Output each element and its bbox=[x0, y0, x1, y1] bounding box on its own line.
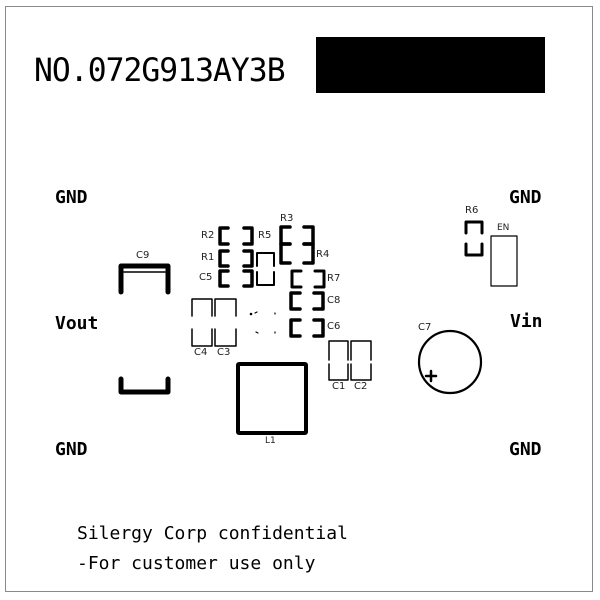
ref-c5: C5 bbox=[199, 272, 213, 283]
net-vin: Vin bbox=[510, 311, 543, 332]
c7-polarity-mark bbox=[424, 369, 438, 383]
ref-en: EN bbox=[497, 223, 510, 233]
ref-c4: C4 bbox=[194, 347, 208, 358]
r2-footprint bbox=[218, 226, 254, 246]
ref-r4: R4 bbox=[316, 249, 330, 260]
ref-c1: C1 bbox=[332, 381, 346, 392]
ref-r6: R6 bbox=[465, 205, 479, 216]
ref-r5: R5 bbox=[258, 230, 272, 241]
r7-footprint bbox=[290, 269, 326, 289]
c2-footprint bbox=[350, 340, 372, 381]
net-vout: Vout bbox=[55, 313, 99, 334]
c3-footprint bbox=[214, 298, 237, 347]
en-footprint bbox=[490, 235, 518, 287]
r3-footprint bbox=[279, 225, 315, 246]
l1-footprint bbox=[236, 362, 308, 435]
r6-footprint bbox=[464, 220, 484, 257]
redacted-block bbox=[316, 37, 545, 93]
confidential-line-1: Silergy Corp confidential bbox=[77, 523, 348, 544]
ref-c9: C9 bbox=[136, 250, 150, 261]
part-number: NO.072G913AY3B bbox=[34, 51, 286, 89]
net-gnd-bottom-left: GND bbox=[55, 439, 88, 460]
c5-footprint bbox=[218, 269, 254, 288]
r5-footprint bbox=[256, 252, 275, 286]
ref-r1: R1 bbox=[201, 252, 215, 263]
ref-r2: R2 bbox=[201, 230, 215, 241]
c9-footprint bbox=[118, 263, 171, 395]
ref-l1: L1 bbox=[265, 436, 276, 446]
ref-c6: C6 bbox=[327, 321, 341, 332]
c7-footprint bbox=[417, 329, 483, 395]
c4-footprint bbox=[191, 298, 213, 347]
u1-corner-marks bbox=[254, 311, 276, 334]
ref-r7: R7 bbox=[327, 273, 341, 284]
net-gnd-top-right: GND bbox=[509, 187, 542, 208]
ref-c7: C7 bbox=[418, 322, 432, 333]
net-gnd-bottom-right: GND bbox=[509, 439, 542, 460]
net-gnd-top-left: GND bbox=[55, 187, 88, 208]
c1-footprint bbox=[328, 340, 349, 381]
ref-c8: C8 bbox=[327, 295, 341, 306]
ref-c2: C2 bbox=[354, 381, 368, 392]
r1-footprint bbox=[218, 249, 254, 268]
c8-footprint bbox=[289, 291, 325, 311]
ref-r3: R3 bbox=[280, 213, 294, 224]
r4-footprint bbox=[279, 242, 315, 265]
pcb-board-outline bbox=[5, 6, 593, 592]
c6-footprint bbox=[289, 318, 325, 338]
ref-c3: C3 bbox=[217, 347, 231, 358]
confidential-line-2: -For customer use only bbox=[77, 553, 316, 574]
